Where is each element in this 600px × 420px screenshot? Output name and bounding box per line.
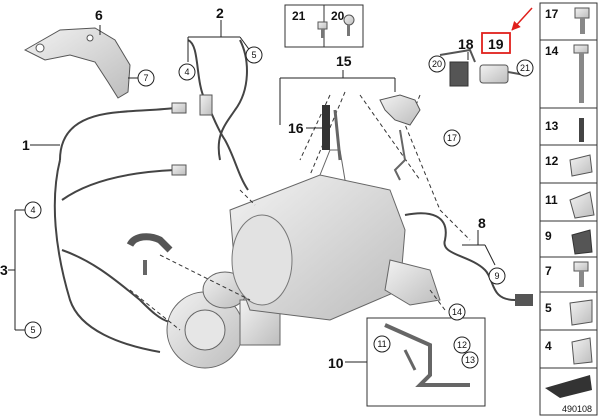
svg-text:5: 5	[30, 325, 35, 335]
direction-arrow-icon	[545, 375, 592, 398]
svg-text:4: 4	[30, 205, 35, 215]
intake-hose[interactable]	[126, 233, 173, 275]
callout-12: 12	[453, 336, 471, 354]
stud-icon	[579, 118, 584, 142]
svg-text:14: 14	[452, 307, 462, 317]
side-label-17: 17	[545, 7, 559, 21]
svg-text:12: 12	[457, 340, 467, 350]
side-label-12: 12	[545, 154, 559, 168]
side-label-7: 7	[545, 264, 552, 278]
spring-clip-icon	[571, 229, 593, 255]
hex-screw-icon	[573, 261, 589, 287]
callout-7: 7	[137, 69, 155, 87]
side-label-13: 13	[545, 119, 559, 133]
svg-text:7: 7	[143, 73, 148, 83]
screw-icon-21	[317, 21, 328, 30]
sensor-cable-part-1[interactable]	[53, 102, 187, 353]
push-clip-icon	[571, 337, 593, 365]
callout-11: 11	[373, 335, 391, 353]
callout-5-left: 5	[24, 321, 42, 339]
sensor-cable-part-2[interactable]	[187, 39, 249, 191]
callout-9: 9	[488, 267, 506, 285]
callout-13: 13	[461, 351, 479, 369]
svg-text:9: 9	[494, 271, 499, 281]
svg-text:20: 20	[432, 59, 442, 69]
label-16: 16	[288, 120, 304, 136]
sensor-cable-part-8[interactable]	[404, 212, 533, 306]
box-label-20: 20	[331, 9, 345, 23]
screw-icon-20	[343, 14, 355, 26]
screw-box: 21 20	[284, 4, 364, 48]
callout-4-top: 4	[178, 63, 196, 81]
turbocharger[interactable]	[166, 271, 281, 369]
bracket-part-6[interactable]	[23, 27, 131, 99]
label-2: 2	[216, 5, 224, 21]
label-8: 8	[478, 215, 486, 231]
label-3: 3	[0, 262, 8, 278]
diagram-number: 490108	[562, 404, 592, 414]
callout-5-top: 5	[245, 46, 263, 64]
holder-part-18[interactable]	[439, 48, 476, 87]
box-label-21: 21	[292, 9, 306, 23]
label-19: 19	[488, 36, 504, 52]
svg-text:13: 13	[465, 355, 475, 365]
side-label-11: 11	[545, 193, 558, 207]
side-label-5: 5	[545, 301, 552, 315]
svg-text:11: 11	[377, 339, 386, 349]
label-6: 6	[95, 7, 103, 23]
callout-4-left: 4	[24, 201, 42, 219]
heat-shield-part-16[interactable]	[322, 105, 342, 161]
svg-text:4: 4	[184, 67, 189, 77]
label-10: 10	[328, 355, 344, 371]
svg-text:17: 17	[447, 133, 457, 143]
clip-nut-icon	[569, 154, 593, 177]
bracket-clip-icon	[569, 299, 593, 326]
highlight-arrow	[511, 7, 533, 31]
long-bolt-icon	[573, 44, 589, 103]
svg-text:5: 5	[251, 50, 256, 60]
label-1: 1	[22, 137, 30, 153]
highlight-box-19[interactable]	[481, 32, 511, 54]
callout-20: 20	[428, 55, 446, 73]
svg-text:21: 21	[520, 63, 530, 73]
side-label-4: 4	[545, 339, 552, 353]
callout-17: 17	[443, 129, 461, 147]
callout-21: 21	[516, 59, 534, 77]
side-label-14: 14	[545, 44, 559, 58]
hex-bolt-icon	[574, 7, 590, 34]
particulate-filter[interactable]	[229, 149, 441, 321]
mounting-bracket[interactable]	[379, 94, 421, 181]
side-label-9: 9	[545, 229, 552, 243]
side-parts-panel: 17 14 13 12 11 9 7 5 4 490108	[539, 2, 598, 416]
cable-clip-icon	[569, 191, 595, 219]
callout-14: 14	[448, 303, 466, 321]
label-15: 15	[336, 53, 352, 69]
label-18: 18	[458, 36, 474, 52]
